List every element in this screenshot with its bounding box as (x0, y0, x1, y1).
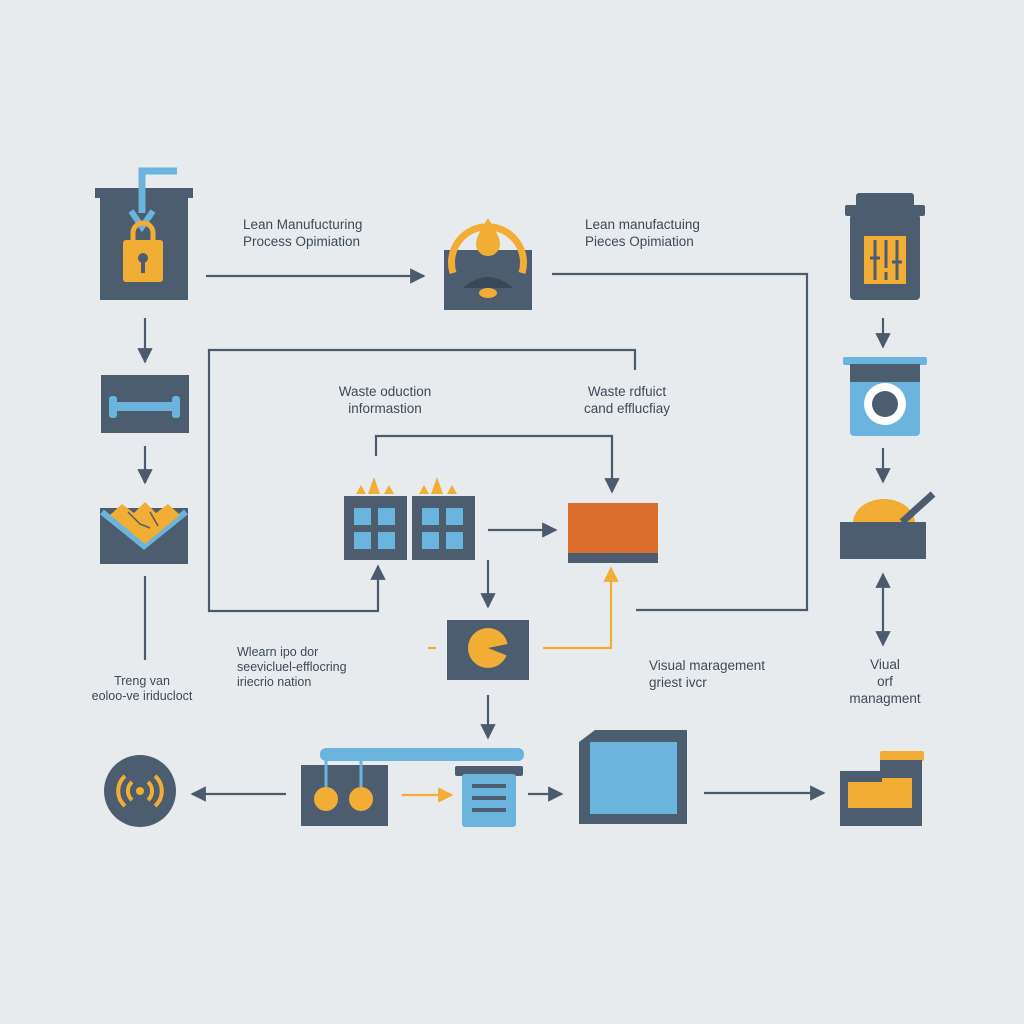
folder-icon (840, 751, 924, 826)
label-right-side-line3: managment (849, 691, 921, 706)
orange-pie-to-panel (543, 566, 619, 650)
outer-loop-left (207, 348, 637, 613)
dumbbell-icon (101, 375, 189, 433)
line-gauge-to-right (552, 272, 809, 612)
server-list-icon (455, 766, 523, 827)
orange-connectors (402, 566, 619, 803)
connectors (137, 268, 891, 802)
envelope-gold-icon (100, 502, 188, 564)
kanban-grid-icon (344, 477, 475, 560)
gauge-drop-icon (444, 218, 532, 310)
label-top-left-line2: Process Opimiation (243, 234, 361, 249)
label-right-side: Viual orf managment (830, 656, 940, 707)
inbox-lock-icon (95, 167, 193, 300)
label-center-right: Visual maragement griest ivcr (649, 657, 765, 691)
pie-gauge-icon (447, 620, 529, 680)
blue-box-icon (579, 730, 687, 824)
label-center-right-line1: Visual maragement (649, 658, 766, 673)
label-mid-right-line1: Waste rdfuict (587, 384, 667, 399)
label-top-left: Lean Manufucturing Process Opimiation (243, 216, 362, 250)
document-bin-icon (845, 193, 925, 300)
label-center-left-line2: seevicluel-efflocring (237, 660, 347, 674)
bowl-icon (840, 491, 936, 559)
label-center-right-line2: griest ivcr (649, 675, 707, 690)
conveyor-icon (301, 748, 524, 826)
label-top-right-line1: Lean manufactuing (585, 217, 700, 232)
label-center-left-line1: Wlearn ipo dor (237, 645, 319, 659)
camera-bin-icon (843, 357, 927, 436)
signal-icon (104, 755, 176, 827)
label-mid-left: Waste oduction informastion (320, 383, 450, 417)
label-right-side-line1: Viual (870, 657, 900, 672)
label-mid-left-line1: Waste oduction (338, 384, 432, 399)
label-mid-right-line2: cand efflucfiay (583, 401, 671, 416)
label-top-left-line1: Lean Manufucturing (243, 217, 363, 232)
label-center-left-line3: iriecrio nation (237, 675, 312, 689)
label-mid-right: Waste rdfuict cand efflucfiay (562, 383, 692, 417)
orange-panel-icon (568, 503, 658, 563)
label-top-right: Lean manufactuing Pieces Opimiation (585, 216, 700, 250)
label-mid-left-line2: informastion (348, 401, 422, 416)
label-left-side-line1: Treng van (114, 674, 170, 688)
label-right-side-line2: orf (877, 674, 893, 689)
label-left-side: Treng van eoloo-ve iriducloct (72, 674, 212, 704)
label-center-left: Wlearn ipo dor seevicluel-efflocring iri… (237, 645, 347, 690)
label-left-side-line2: eoloo-ve iriducloct (91, 689, 193, 703)
label-top-right-line2: Pieces Opimiation (585, 234, 694, 249)
inner-loop (374, 434, 620, 494)
